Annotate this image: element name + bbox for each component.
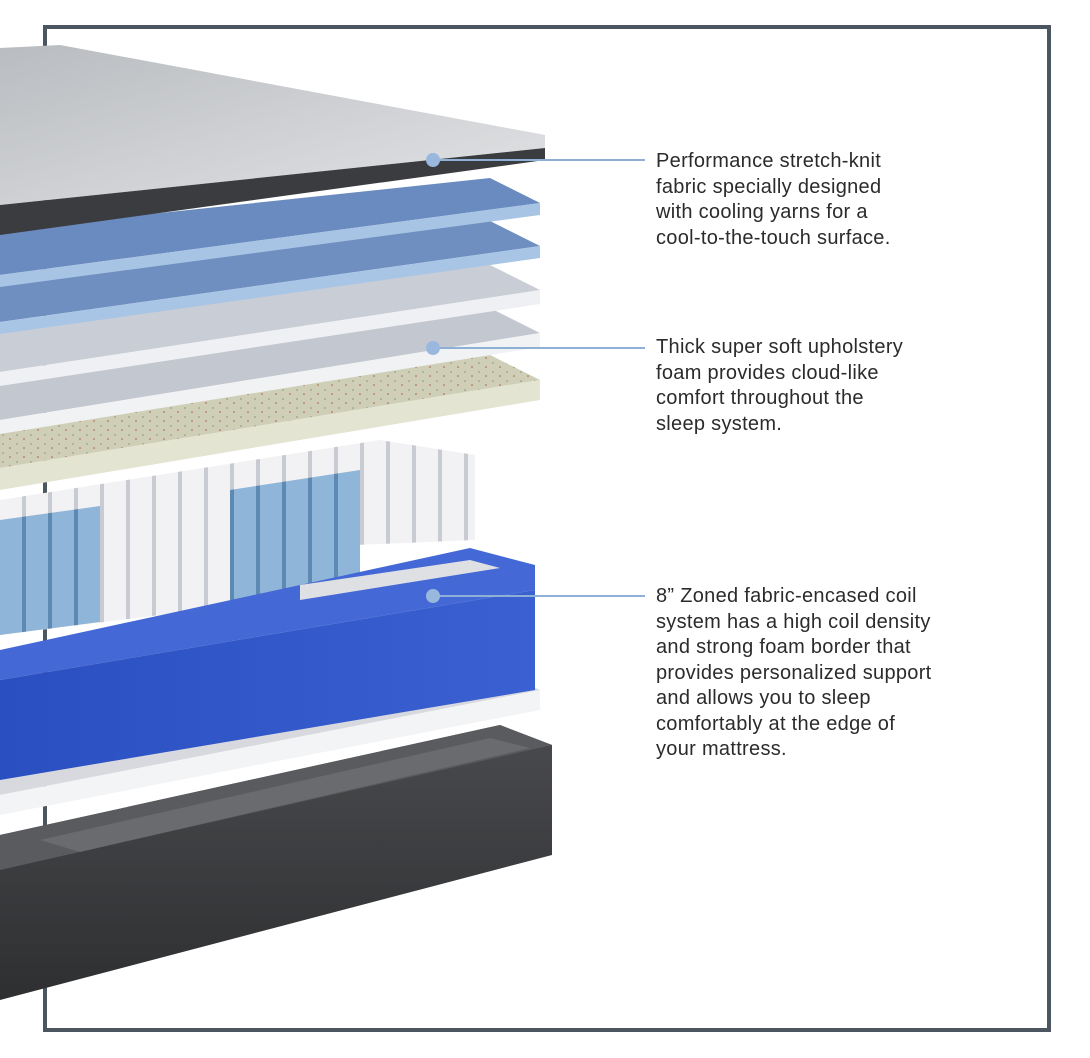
callout-line: provides personalized support xyxy=(656,661,932,684)
callout-line: comfortably at the edge of xyxy=(656,712,896,735)
callout-line: system has a high coil density xyxy=(656,610,931,633)
callout-line: Thick super soft upholstery xyxy=(656,336,904,358)
cooling-foam-layer-1 xyxy=(0,178,540,287)
cooling-foam-layer-2 xyxy=(0,221,540,334)
foam-encased-border xyxy=(0,548,535,780)
callout-line: comfort throughout the xyxy=(656,387,864,409)
callout-line: sleep system. xyxy=(656,412,783,435)
callout-line: with cooling yarns for a xyxy=(656,201,868,223)
callout-line: 8” Zoned fabric-encased coil xyxy=(656,585,917,607)
callout-line: fabric specially designed xyxy=(656,175,882,198)
upholstery-foam-layer-2 xyxy=(0,308,540,434)
callout-line: your mattress. xyxy=(656,738,787,760)
base-foundation xyxy=(0,725,552,1000)
callout-cover-fabric: Performance stretch-knit fabric speciall… xyxy=(656,149,891,251)
comfort-foam-layer xyxy=(0,355,540,490)
quilted-top-fabric xyxy=(0,45,545,235)
callout-line: Performance stretch-knit xyxy=(656,150,882,172)
callout-dot-3 xyxy=(426,589,440,603)
callout-leaders xyxy=(426,153,645,603)
callout-line: cool-to-the-touch surface. xyxy=(656,226,891,249)
upholstery-foam-layer-1 xyxy=(0,265,540,386)
callout-upholstery-foam: Thick super soft upholstery foam provide… xyxy=(656,335,903,437)
callout-dot-1 xyxy=(426,153,440,167)
callout-line: and allows you to sleep xyxy=(656,687,871,709)
callout-line: foam provides cloud-like xyxy=(656,361,879,384)
callout-dot-2 xyxy=(426,341,440,355)
callout-line: and strong foam border that xyxy=(656,636,911,658)
callout-coil-system: 8” Zoned fabric-encased coil system has … xyxy=(656,584,932,763)
